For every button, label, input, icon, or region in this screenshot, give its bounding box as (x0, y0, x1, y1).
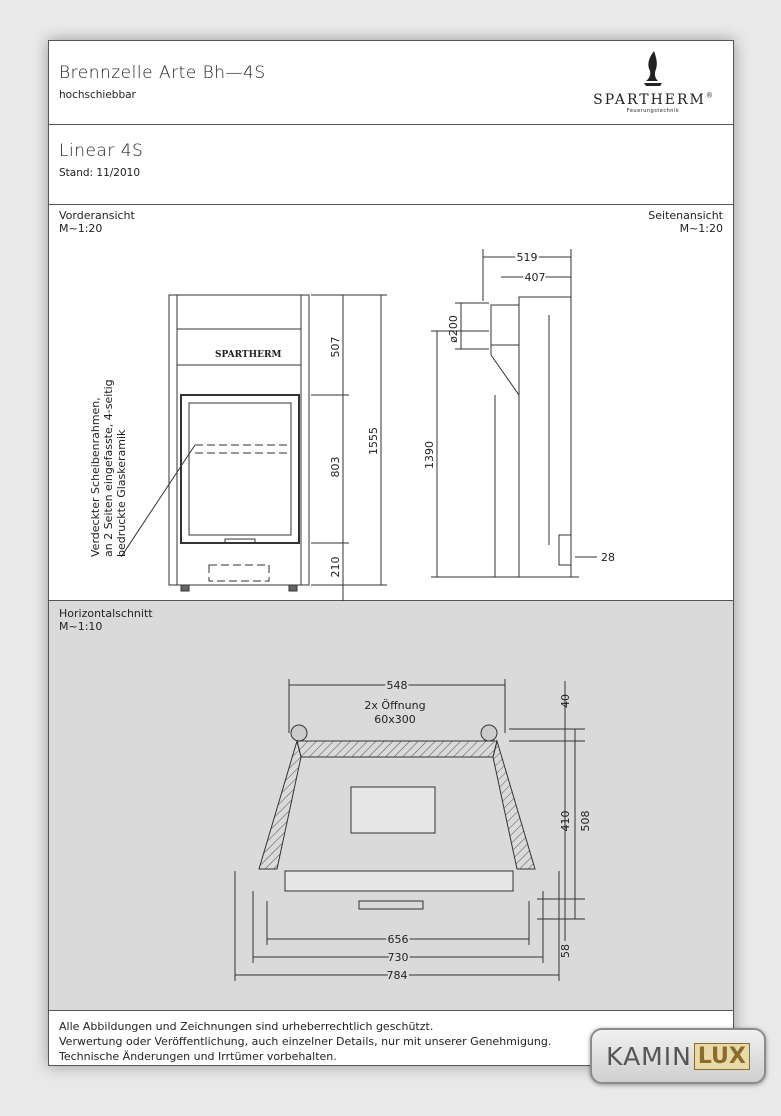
dim-section-right-mid: 410 (559, 811, 572, 832)
footer-line-1: Alle Abbildungen und Zeichnungen sind ur… (59, 1020, 434, 1033)
dim-front-bottom: 210 (329, 557, 342, 578)
dim-section-right-total: 508 (579, 811, 592, 832)
page-subtitle: hochschiebbar (59, 89, 136, 101)
footer-line-3: Technische Änderungen und Irrtümer vorbe… (59, 1050, 337, 1063)
dim-section-opening-size: 60x300 (374, 713, 416, 726)
dim-section-top: 548 (387, 679, 408, 692)
page-title: Brennzelle Arte Bh—4S (59, 63, 266, 83)
watermark-text-1: KAMIN (606, 1041, 692, 1071)
dim-section-width-mid: 730 (388, 951, 409, 964)
footer-line-2: Verwertung oder Veröffentlichung, auch e… (59, 1035, 552, 1048)
brand-tagline: Feuerungstechnik (626, 108, 680, 114)
dim-side-flue: ø200 (447, 315, 460, 343)
front-and-side-drawing: SPARTHERM 507 803 210 1555 35 Verdeckter… (89, 249, 615, 601)
registered-mark: ® (705, 91, 713, 100)
footer: Alle Abbildungen und Zeichnungen sind ur… (59, 1019, 551, 1064)
horizontal-section-drawing: 548 2x Öffnung 60x300 40 410 508 58 656 … (234, 677, 592, 984)
svg-text:bedruckte Glaskeramik: bedruckte Glaskeramik (115, 429, 128, 557)
model-stand: Stand: 11/2010 (59, 167, 141, 179)
dim-side-depth: 519 (517, 251, 538, 264)
dim-section-right-bottom: 58 (559, 944, 572, 958)
brand-name: SPARTHERM (593, 92, 706, 108)
dim-section-width-inner: 656 (388, 933, 409, 946)
glass-annotation: Verdeckter Scheibenrahmen, an 2 Seiten e… (89, 379, 128, 557)
section-left-wall (258, 739, 302, 870)
section-top-wall (296, 740, 498, 758)
watermark-text-2: LUX (693, 1042, 750, 1070)
dim-side-foot: 28 (601, 551, 615, 564)
section-right-wall (492, 739, 536, 870)
dim-side-inner: 407 (525, 271, 546, 284)
flame-icon (644, 51, 662, 86)
dim-front-total: 1555 (367, 427, 380, 455)
svg-text:Verdeckter Scheibenrahmen,: Verdeckter Scheibenrahmen, (89, 397, 102, 557)
model-name: Linear 4S (59, 141, 144, 161)
drawing-sheet: Brennzelle Arte Bh—4S hochschiebbar SPAR… (48, 40, 734, 1066)
dim-section-openings: 2x Öffnung (364, 699, 425, 712)
front-door-brand: SPARTHERM (215, 350, 281, 360)
front-window (180, 394, 300, 544)
front-body (168, 294, 310, 586)
header-row: Brennzelle Arte Bh—4S hochschiebbar SPAR… (49, 41, 733, 125)
dim-section-width-total: 784 (387, 969, 408, 982)
kaminlux-watermark: KAMIN LUX (590, 1028, 766, 1084)
dim-section-right-top: 40 (559, 694, 572, 708)
dim-side-height: 1390 (423, 441, 436, 469)
svg-text:an 2 Seiten eingefasste, 4-sei: an 2 Seiten eingefasste, 4-seitig (102, 379, 115, 557)
dim-front-top: 507 (329, 337, 342, 358)
spartherm-logo: SPARTHERM® Feuerungstechnik (583, 49, 723, 119)
dim-front-window: 803 (329, 457, 342, 478)
model-row: Linear 4S Stand: 11/2010 (49, 125, 733, 205)
